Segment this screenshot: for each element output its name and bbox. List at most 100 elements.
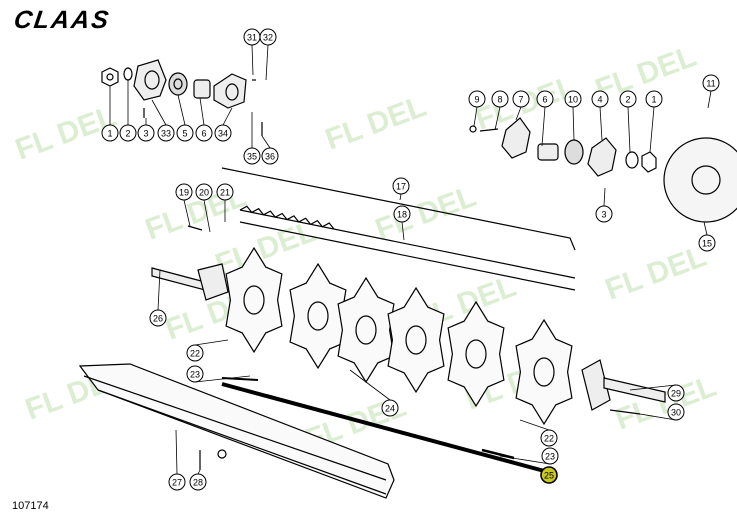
leader-line bbox=[629, 384, 677, 391]
callout-label: 4 bbox=[597, 95, 602, 105]
bearing-inner bbox=[173, 78, 183, 90]
callout-28: 28 bbox=[189, 473, 207, 491]
flange-right bbox=[501, 117, 531, 159]
callout-7: 7 bbox=[512, 90, 530, 108]
leader-line bbox=[515, 106, 522, 121]
callout-4: 4 bbox=[591, 90, 609, 108]
leader-line bbox=[639, 413, 677, 421]
flange-right-2 bbox=[587, 137, 617, 177]
callout-11: 11 bbox=[702, 74, 720, 92]
sprocket-center bbox=[691, 165, 721, 195]
callout-label: 24 bbox=[385, 404, 395, 414]
hub-assembly-left bbox=[101, 59, 247, 118]
leader-line bbox=[572, 106, 575, 141]
callout-label: 10 bbox=[568, 95, 578, 105]
leader-line bbox=[494, 106, 501, 131]
callout-label: 33 bbox=[161, 129, 171, 139]
rack-lower-edge bbox=[239, 221, 576, 291]
disc-hub bbox=[355, 315, 377, 345]
leader-line bbox=[349, 369, 391, 401]
callout-label: 18 bbox=[397, 210, 407, 220]
callout-24: 24 bbox=[381, 399, 399, 417]
callout-22: 22 bbox=[186, 344, 204, 362]
nut-part bbox=[101, 67, 119, 87]
star-discs bbox=[225, 246, 573, 426]
callout-label: 19 bbox=[179, 188, 189, 198]
callout-label: 31 bbox=[247, 33, 257, 43]
callout-label: 28 bbox=[193, 478, 203, 488]
leader-line bbox=[194, 375, 251, 383]
hub-assembly-right bbox=[469, 117, 737, 223]
rack-bar bbox=[221, 167, 576, 291]
callout-29: 29 bbox=[667, 384, 685, 402]
leader-line bbox=[183, 199, 191, 227]
drawing-id: 107174 bbox=[12, 500, 49, 512]
angle-bar-27 bbox=[78, 363, 395, 499]
callout-label: 36 bbox=[265, 152, 275, 162]
callout-label: 26 bbox=[153, 314, 163, 324]
watermark-text: FL DEL bbox=[611, 370, 720, 437]
watermark-text: FL DEL bbox=[601, 240, 710, 307]
callout-18: 18 bbox=[393, 205, 411, 223]
rack-upper-edge bbox=[239, 209, 576, 279]
leader-line bbox=[627, 106, 631, 153]
washer-right bbox=[625, 151, 639, 169]
callout-23: 23 bbox=[186, 365, 204, 383]
callout-label: 35 bbox=[247, 152, 257, 162]
callout-label: 2 bbox=[625, 95, 630, 105]
callout-36: 36 bbox=[261, 147, 279, 165]
callout-25: 25 bbox=[540, 466, 558, 484]
nut-28 bbox=[217, 449, 227, 459]
callout-3: 3 bbox=[595, 205, 613, 223]
leader-line bbox=[265, 44, 269, 81]
callout-26: 26 bbox=[149, 309, 167, 327]
callout-label: 15 bbox=[702, 239, 712, 249]
callout-32: 32 bbox=[259, 28, 277, 46]
callout-27: 27 bbox=[168, 473, 186, 491]
callout-label: 9 bbox=[474, 95, 479, 105]
bolt-19 bbox=[187, 225, 203, 231]
callout-9: 9 bbox=[468, 90, 486, 108]
callout-label: 8 bbox=[497, 95, 502, 105]
callout-label: 7 bbox=[518, 95, 523, 105]
nut-hole bbox=[106, 73, 114, 81]
shaft-29 bbox=[581, 359, 666, 415]
callout-label: 3 bbox=[143, 129, 148, 139]
leader-line bbox=[603, 187, 606, 207]
watermark-text: FL DEL bbox=[321, 90, 430, 157]
leader-line bbox=[197, 469, 201, 475]
bracket-line-17 bbox=[221, 167, 576, 251]
callout-label: 23 bbox=[545, 452, 555, 462]
callout-label: 5 bbox=[182, 129, 187, 139]
bearing-right bbox=[564, 139, 584, 165]
shaft-26 bbox=[151, 263, 229, 301]
callout-label: 22 bbox=[544, 434, 554, 444]
callout-1: 1 bbox=[101, 124, 119, 142]
callout-label: 32 bbox=[263, 33, 273, 43]
callout-2: 2 bbox=[119, 124, 137, 142]
flange-center bbox=[144, 70, 160, 90]
callout-21: 21 bbox=[216, 183, 234, 201]
leader-line bbox=[399, 193, 402, 201]
bearing-part bbox=[168, 72, 188, 96]
callout-label: 23 bbox=[190, 370, 200, 380]
leader-line bbox=[649, 106, 655, 153]
rack-teeth bbox=[239, 205, 335, 230]
leader-line bbox=[703, 221, 708, 236]
callout-20: 20 bbox=[195, 183, 213, 201]
leader-line bbox=[151, 99, 167, 126]
leader-line bbox=[599, 106, 603, 141]
callout-1: 1 bbox=[645, 90, 663, 108]
leader-line bbox=[177, 94, 186, 126]
cap-part bbox=[213, 73, 247, 109]
callout-30: 30 bbox=[667, 403, 685, 421]
callout-label: 6 bbox=[201, 129, 206, 139]
callout-label: 30 bbox=[671, 408, 681, 418]
leader-line bbox=[541, 106, 546, 147]
callout-label: 11 bbox=[706, 79, 715, 89]
disc-hub bbox=[405, 325, 427, 355]
callout-label: 17 bbox=[396, 182, 406, 192]
callout-34: 34 bbox=[214, 124, 232, 142]
